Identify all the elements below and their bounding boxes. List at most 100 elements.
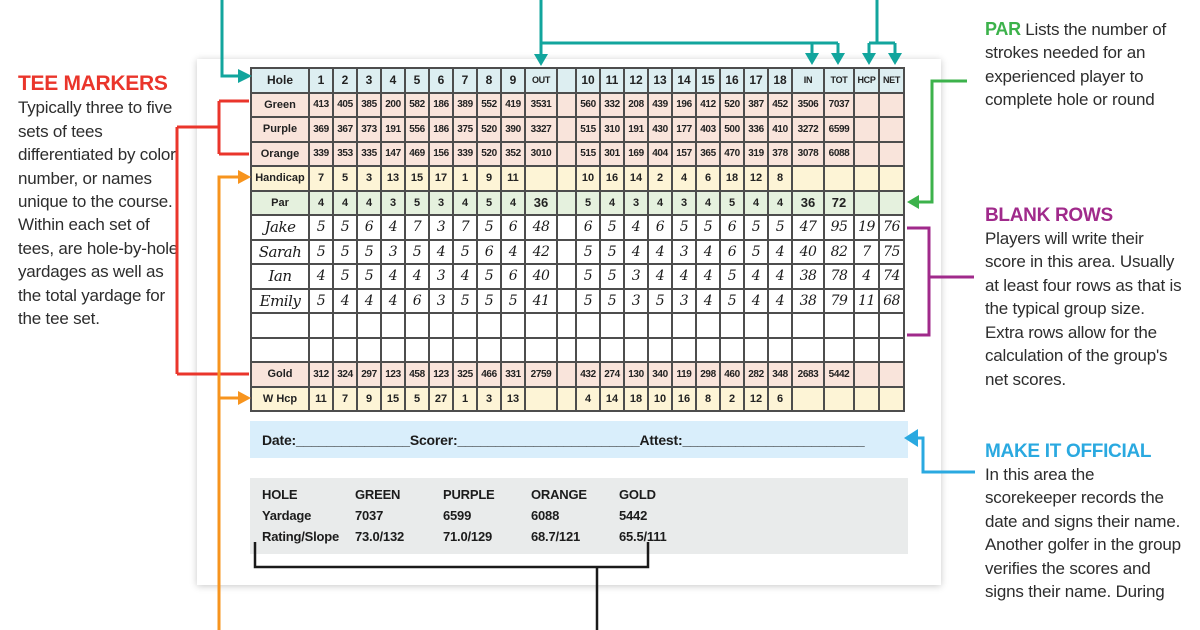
table-cell [853, 312, 880, 339]
table-cell [791, 312, 825, 339]
table-cell [428, 312, 454, 339]
table-cell [878, 312, 905, 339]
table-cell: 4 [356, 189, 382, 216]
signature-band: Date:_______________Scorer:_____________… [250, 421, 908, 458]
header-cell: 5 [404, 67, 430, 94]
table-cell: 5 [695, 214, 721, 241]
date-line: _______________ [296, 431, 410, 448]
header-cell: 8 [476, 67, 502, 94]
table-cell: 36 [524, 189, 558, 216]
table-cell: 274 [599, 361, 625, 388]
make-it-official-title: MAKE IT OFFICIAL [985, 441, 1152, 462]
table-cell: 130 [623, 361, 649, 388]
table-cell: 373 [356, 116, 382, 143]
hcp-net-arrows [862, 0, 902, 65]
table-cell: 14 [623, 165, 649, 192]
row-label-cell: Gold [250, 361, 310, 388]
table-cell: 6599 [823, 116, 855, 143]
table-cell [719, 336, 745, 363]
table-cell [878, 336, 905, 363]
table-cell [791, 385, 825, 412]
table-cell: 5 [452, 238, 478, 265]
header-cell: 13 [647, 67, 673, 94]
table-cell: 5 [719, 263, 745, 290]
table-cell: 123 [380, 361, 406, 388]
table-cell: 42 [524, 238, 558, 265]
table-cell: 466 [476, 361, 502, 388]
header-cell: OUT [524, 67, 558, 94]
table-cell: 4 [695, 287, 721, 314]
table-cell: 13 [500, 385, 526, 412]
table-cell: 5 [575, 263, 601, 290]
table-cell [556, 312, 577, 339]
table-cell: 6 [647, 214, 673, 241]
table-cell: 7 [404, 214, 430, 241]
table-cell: 7 [308, 165, 334, 192]
table-cell [556, 238, 577, 265]
table-cell: 4 [647, 238, 673, 265]
table-cell: 3 [428, 189, 454, 216]
table-cell: 11 [500, 165, 526, 192]
row-label-cell: Green [250, 91, 310, 118]
table-cell: 1 [452, 385, 478, 412]
table-cell [823, 165, 855, 192]
table-cell: 3 [380, 189, 406, 216]
table-cell: 2683 [791, 361, 825, 388]
table-cell: 6 [356, 214, 382, 241]
table-cell: 4 [767, 238, 793, 265]
table-cell [853, 165, 880, 192]
table-cell: 310 [599, 116, 625, 143]
tee-markers-callout: TEE MARKERS Typically three to five sets… [18, 72, 180, 331]
header-cell: 9 [500, 67, 526, 94]
table-cell: 500 [719, 116, 745, 143]
table-cell [404, 336, 430, 363]
table-cell: 147 [380, 140, 406, 167]
header-cell: 1 [308, 67, 334, 94]
table-cell: 4 [743, 189, 769, 216]
table-cell: 3010 [524, 140, 558, 167]
table-cell: 72 [823, 189, 855, 216]
table-cell: 365 [695, 140, 721, 167]
table-cell: 413 [308, 91, 334, 118]
table-cell: 40 [524, 263, 558, 290]
table-cell: 298 [695, 361, 721, 388]
table-cell [308, 312, 334, 339]
table-row [250, 312, 905, 339]
table-cell: 375 [452, 116, 478, 143]
table-cell [878, 385, 905, 412]
table-cell: 4 [767, 189, 793, 216]
table-cell: 4 [380, 263, 406, 290]
out-in-tot-arrows [534, 0, 845, 66]
table-cell [743, 312, 769, 339]
table-cell: 389 [452, 91, 478, 118]
table-cell [524, 165, 558, 192]
table-cell: 556 [404, 116, 430, 143]
table-cell: 4 [623, 214, 649, 241]
table-cell: 18 [719, 165, 745, 192]
table-cell: 6 [719, 214, 745, 241]
row-label-cell: Handicap [250, 165, 310, 192]
table-cell [524, 385, 558, 412]
row-label-cell: Par [250, 189, 310, 216]
table-cell: 5 [404, 189, 430, 216]
table-cell: 18 [623, 385, 649, 412]
table-cell [791, 336, 825, 363]
table-cell: 119 [671, 361, 697, 388]
table-cell: 186 [428, 91, 454, 118]
table-cell: 390 [500, 116, 526, 143]
table-cell: 552 [476, 91, 502, 118]
table-cell: 405 [332, 91, 358, 118]
summary-cell: GOLD [619, 487, 656, 502]
table-cell: 5 [767, 214, 793, 241]
row-label-cell [250, 336, 310, 363]
header-cell: 2 [332, 67, 358, 94]
header-cell: 15 [695, 67, 721, 94]
table-cell [853, 189, 880, 216]
table-cell [823, 312, 855, 339]
table-cell: 378 [767, 140, 793, 167]
